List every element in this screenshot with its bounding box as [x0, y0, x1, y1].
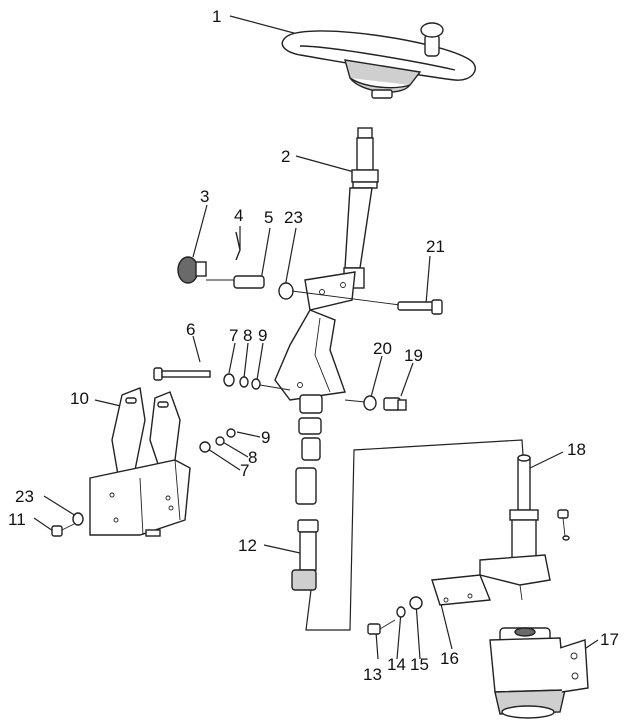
callout-7-lower: 7: [240, 461, 249, 480]
callout-1: 1: [212, 7, 221, 26]
callout-5: 5: [264, 208, 273, 227]
steering-column: [343, 127, 379, 289]
bolt-washers-plate: [367, 596, 423, 635]
callout-20: 20: [373, 339, 392, 358]
bolt-washer-lower-left: [51, 512, 84, 537]
callout-11: 11: [8, 510, 26, 529]
knob-nut: [177, 256, 207, 284]
steering-valve: [509, 454, 570, 565]
long-bolt-right: [291, 290, 443, 315]
callout-19: 19: [404, 346, 423, 365]
pin: [235, 231, 241, 261]
callout-17: 17: [600, 630, 619, 649]
universal-joint: [295, 394, 323, 505]
bushing: [206, 275, 265, 289]
callout-2: 2: [281, 147, 290, 166]
callout-3: 3: [200, 187, 209, 206]
steering-wheel: [281, 22, 476, 99]
callout-labels: 1 2 3 4 5 23 21 6 7 8 9 20 19 10 9 8 7 1…: [8, 7, 619, 684]
callout-16: 16: [440, 649, 459, 668]
long-bolt-left: [153, 367, 211, 381]
callout-7-upper: 7: [229, 326, 238, 345]
washer-upper: [278, 282, 294, 300]
callout-14: 14: [387, 655, 406, 674]
callout-8-lower: 8: [248, 448, 257, 467]
pedal-bracket: [89, 387, 191, 537]
sleeve-coupler: [291, 519, 319, 591]
column-support-bracket: [274, 271, 356, 401]
callout-10: 10: [70, 389, 89, 408]
callout-23-upper: 23: [284, 208, 303, 227]
mounting-plate: [431, 554, 551, 606]
callout-23-lower: 23: [15, 487, 34, 506]
callout-9-lower: 9: [261, 428, 270, 447]
hydraulic-unit: [489, 627, 589, 719]
washers-lower: [199, 428, 236, 453]
callout-15: 15: [410, 655, 429, 674]
callout-9-upper: 9: [258, 326, 267, 345]
bolt-washer-right: [344, 395, 407, 411]
callout-13: 13: [363, 665, 382, 684]
callout-21: 21: [426, 237, 445, 256]
callout-6: 6: [186, 320, 195, 339]
washers-left: [223, 373, 291, 391]
callout-12: 12: [238, 536, 257, 555]
callout-4: 4: [234, 206, 243, 225]
callout-8-upper: 8: [243, 326, 252, 345]
callout-18: 18: [567, 440, 586, 459]
